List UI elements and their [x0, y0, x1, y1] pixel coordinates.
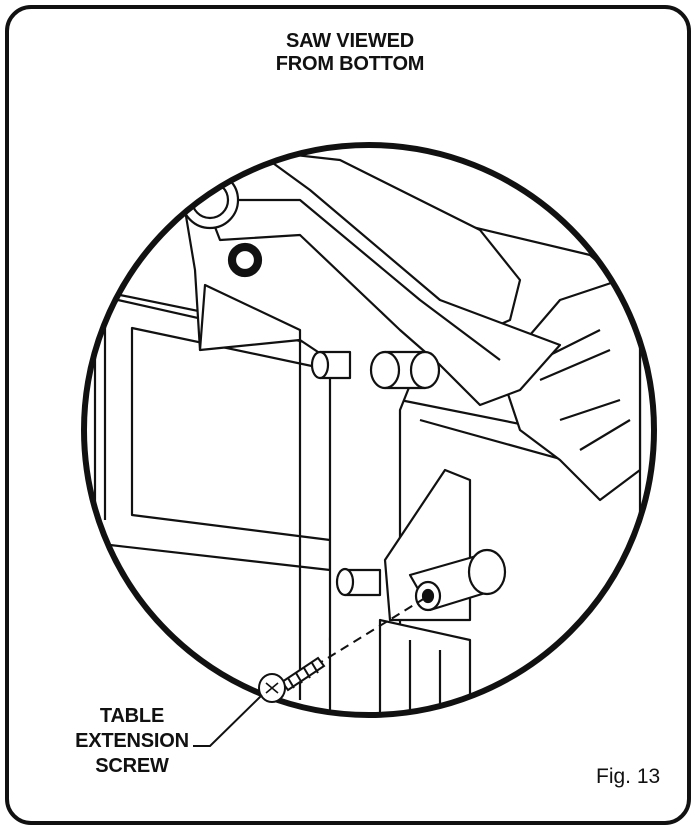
table-extension-screw [258, 656, 326, 703]
top-arm-edge [230, 198, 501, 361]
screw-callout: TABLE EXTENSION SCREW [62, 704, 202, 779]
rib-lines [539, 329, 631, 451]
figure-label: Fig. 13 [596, 765, 661, 788]
lower-housing [378, 618, 472, 715]
small-hole-rim [233, 248, 257, 272]
insertion-dashline [304, 597, 426, 673]
view-title-line-1: SAW VIEWED [285, 30, 414, 52]
callout-line-3: SCREW [95, 755, 169, 777]
view-title: SAW VIEWED FROM BOTTOM [240, 30, 460, 76]
bracket-edge [198, 283, 302, 700]
lower-pin-end [467, 548, 507, 596]
bracket-plate [178, 148, 522, 715]
detail-circle [81, 142, 657, 718]
view-title-line-2: FROM BOTTOM [275, 53, 425, 75]
top-arm [193, 148, 562, 407]
callout-line-1: TABLE [99, 705, 165, 727]
callout-line-2: EXTENSION [75, 730, 189, 752]
saw-bottom-illustration [81, 142, 657, 747]
callout-leader [193, 694, 263, 747]
